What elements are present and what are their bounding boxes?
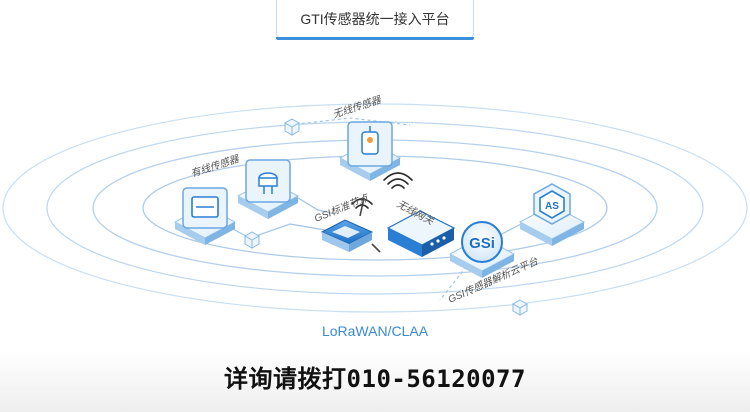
cube-icon <box>243 231 261 249</box>
gsi-logo-text: GSi <box>469 235 495 252</box>
wired-sensor-probe-device <box>236 159 300 219</box>
wireless-gateway-device <box>386 210 456 257</box>
label-wired-sensor: 有线传感器 <box>189 153 241 180</box>
page-title: GTI传感器统一接入平台 <box>300 10 450 27</box>
connection-lines <box>224 117 526 301</box>
footer-band <box>0 350 750 412</box>
contact-phone: 详询请拨打010-56120077 <box>224 365 526 393</box>
wireless-signal-icon <box>351 172 413 209</box>
link-wireless-sensor-dashed <box>289 117 411 126</box>
wired-sensor-device <box>173 187 237 245</box>
link-wired-sensor-a <box>224 223 326 239</box>
link-wired-sensor-b <box>297 197 336 215</box>
page-title-tab: GTI传感器统一接入平台 <box>276 0 474 38</box>
wireless-sensor-device <box>338 121 402 181</box>
gsi-platform-device: GSi <box>448 221 516 278</box>
protocol-label: LoRaWAN/CLAA <box>321 323 429 339</box>
network-diagram: GSi AS 有线传感器 无线传感器 GSI标准节点 无线网关 GSI传感器解析… <box>2 94 748 316</box>
orbit-ring <box>2 103 748 313</box>
cube-icon <box>511 299 529 316</box>
label-wireless-sensor: 无线传感器 <box>331 94 383 121</box>
title-underline <box>276 37 474 40</box>
decor-cubes <box>243 118 529 316</box>
as-server-device: AS <box>518 183 586 246</box>
as-badge-text: AS <box>545 201 559 212</box>
orbit-rings <box>2 103 748 313</box>
cube-icon <box>283 118 301 136</box>
gsi-node-device <box>320 197 381 253</box>
